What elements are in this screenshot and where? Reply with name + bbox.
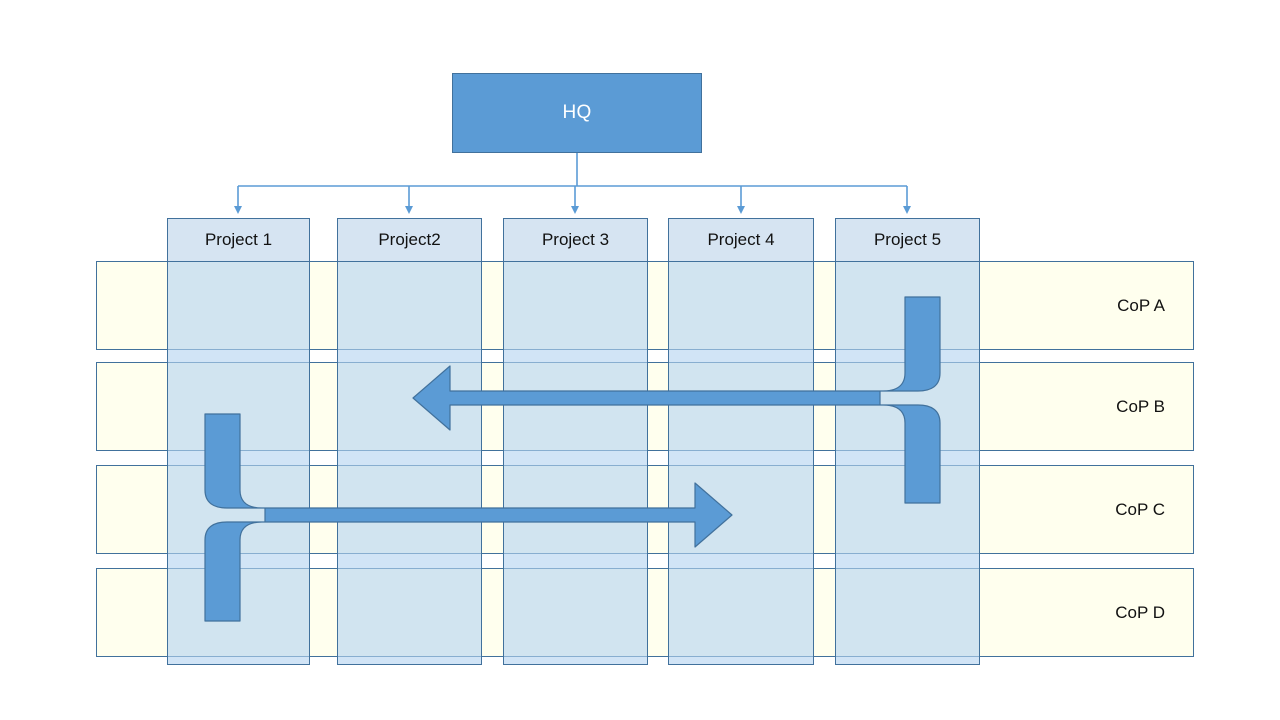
cop-row-b-label: CoP B — [1116, 396, 1165, 416]
flow-arrow-left-project5-to-project1[interactable] — [412, 296, 941, 504]
project-column-band-4[interactable] — [668, 262, 814, 665]
project-header-4[interactable]: Project 4 — [668, 218, 814, 262]
project-header-1[interactable]: Project 1 — [167, 218, 310, 262]
project-header-4-label: Project 4 — [707, 230, 775, 249]
cop-row-d-label: CoP D — [1115, 602, 1165, 622]
cop-row-a-label: CoP A — [1117, 295, 1165, 315]
flow-arrow-right-project1-to-project4[interactable] — [204, 413, 733, 622]
project-header-2-label: Project2 — [378, 230, 441, 249]
project-header-3[interactable]: Project 3 — [503, 218, 648, 262]
cop-row-c-label: CoP C — [1115, 499, 1165, 519]
hq-connector-tree — [234, 153, 911, 214]
project-header-5-label: Project 5 — [873, 230, 942, 249]
project-column-band-3[interactable] — [503, 262, 648, 665]
project-header-2[interactable]: Project2 — [337, 218, 482, 262]
hq-box[interactable]: HQ — [452, 73, 702, 153]
project-header-3-label: Project 3 — [541, 230, 610, 249]
hq-label: HQ — [562, 102, 592, 123]
project-header-5[interactable]: Project 5 — [835, 218, 980, 262]
project-header-1-label: Project 1 — [204, 230, 273, 249]
project-column-band-2[interactable] — [337, 262, 482, 665]
